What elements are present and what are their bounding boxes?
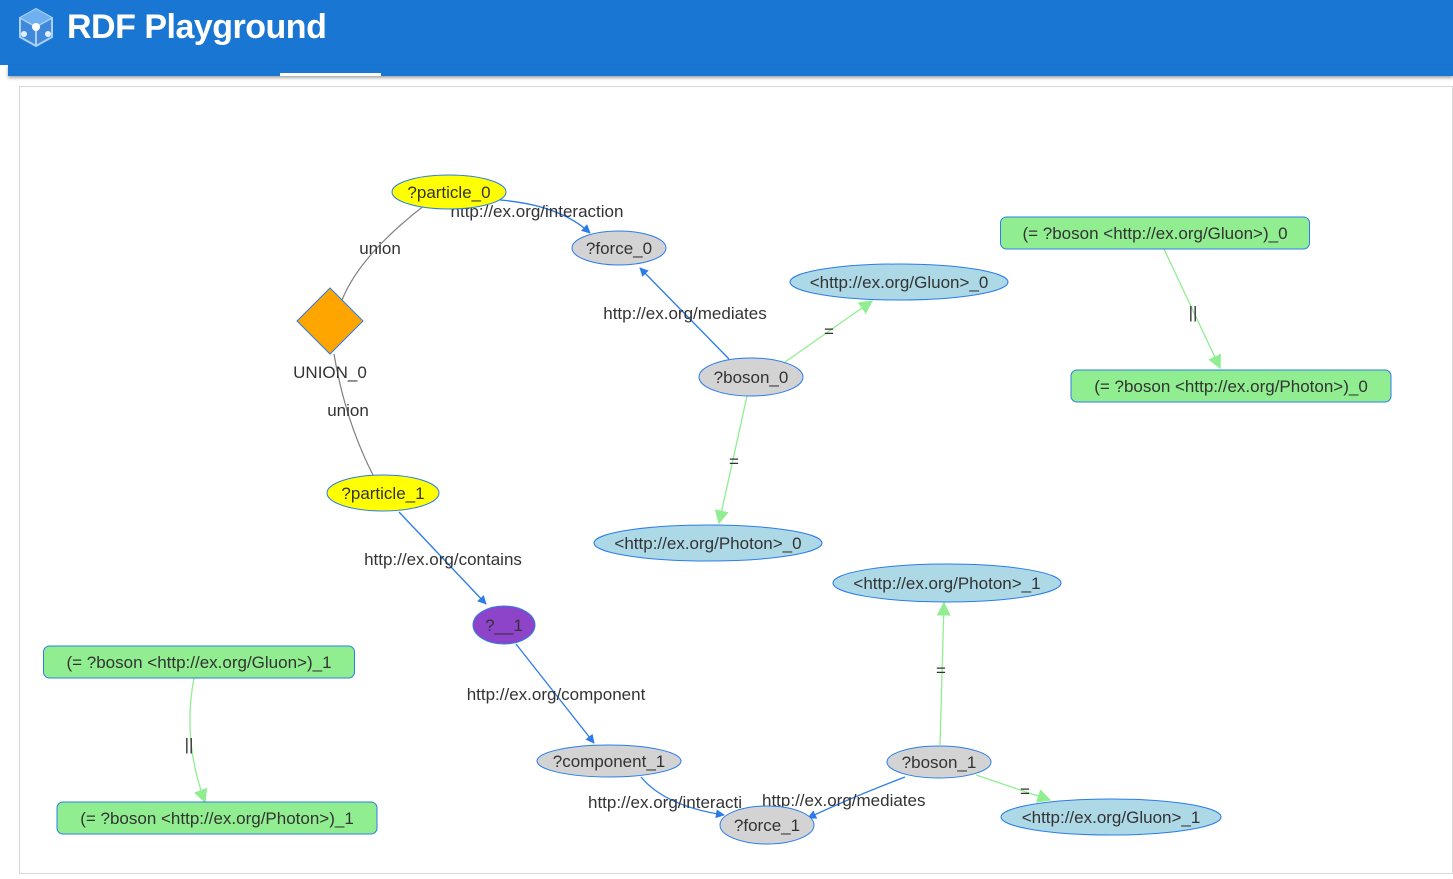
iri-ellipse-shape[interactable]: [832, 563, 1062, 603]
node-boson-0[interactable]: ?boson_0: [698, 357, 804, 397]
edge-label-filter_gluon_0-to-filter_photon_0: ||: [1189, 303, 1198, 322]
edge-label-boson_0-to-gluon_0: =: [824, 322, 834, 341]
edge-particle_0-to-force_0[interactable]: [499, 199, 591, 234]
node-label: ?particle_0: [407, 183, 490, 202]
edge-label-boson_1-to-gluon_1: =: [1020, 782, 1030, 801]
app-header: [0, 0, 1453, 65]
variable-ellipse-shape[interactable]: [698, 357, 804, 397]
tab-strip: [8, 65, 1453, 76]
variable-ellipse-shape[interactable]: [536, 744, 682, 778]
node-label: (= ?boson <http://ex.org/Photon>)_1: [80, 809, 354, 828]
edge-blank_1-to-component_1[interactable]: [515, 643, 595, 744]
node-gluon-0[interactable]: <http://ex.org/Gluon>_0: [789, 263, 1009, 301]
node-label: (= ?boson <http://ex.org/Gluon>)_1: [66, 653, 331, 672]
edge-filter_gluon_0-to-filter_photon_0[interactable]: [1163, 248, 1221, 370]
filter-box-shape[interactable]: [1070, 369, 1392, 403]
iri-ellipse-shape[interactable]: [1000, 798, 1222, 836]
iri-ellipse-shape[interactable]: [593, 524, 823, 562]
edge-label-boson_0-to-photon_0: =: [729, 452, 739, 471]
edge-component_1-to-force_1[interactable]: [640, 776, 725, 819]
edge-particle_1-to-blank_1[interactable]: [398, 511, 487, 605]
edge-label-component_1-to-force_1: http://ex.org/interacti: [588, 793, 742, 812]
node-label: (= ?boson <http://ex.org/Photon>)_0: [1094, 377, 1368, 396]
projected-variable-ellipse-shape[interactable]: [391, 174, 507, 210]
edge-union_0-to-particle_0[interactable]: [341, 204, 426, 301]
edge-label-particle_1-to-blank_1: http://ex.org/contains: [364, 550, 522, 569]
node-label: UNION_0: [293, 363, 367, 382]
node-force-0[interactable]: ?force_0: [571, 230, 667, 266]
node-boson-1[interactable]: ?boson_1: [886, 745, 992, 779]
node-label: <http://ex.org/Photon>_1: [853, 574, 1040, 593]
edge-label-boson_1-to-photon_1: =: [936, 661, 946, 680]
edge-label-boson_1-to-force_1: http://ex.org/mediates: [762, 791, 925, 810]
union-diamond-shape[interactable]: [296, 287, 364, 355]
edge-union_0-to-particle_1[interactable]: [333, 353, 374, 476]
node-particle-1[interactable]: ?particle_1: [326, 474, 440, 512]
node-label: <http://ex.org/Photon>_0: [614, 534, 801, 553]
edge-boson_1-to-gluon_1[interactable]: [975, 774, 1052, 803]
edge-boson_1-to-force_1[interactable]: [807, 776, 906, 819]
node-filter-gluon-0[interactable]: (= ?boson <http://ex.org/Gluon>)_0: [1000, 216, 1310, 250]
edge-filter_gluon_1-to-filter_photon_1[interactable]: [189, 677, 208, 804]
node-union-0[interactable]: UNION_0: [293, 287, 367, 382]
node-label: (= ?boson <http://ex.org/Gluon>)_0: [1022, 224, 1287, 243]
node-photon-1[interactable]: <http://ex.org/Photon>_1: [832, 563, 1062, 603]
node-label: ?boson_0: [714, 368, 789, 387]
node-label: <http://ex.org/Gluon>_1: [1022, 808, 1201, 827]
edge-boson_0-to-force_0[interactable]: [639, 267, 730, 360]
edge-label-blank_1-to-component_1: http://ex.org/component: [467, 685, 646, 704]
variable-ellipse-shape[interactable]: [886, 745, 992, 779]
edge-label-filter_gluon_1-to-filter_photon_1: ||: [185, 735, 194, 754]
iri-ellipse-shape[interactable]: [789, 263, 1009, 301]
node-photon-0[interactable]: <http://ex.org/Photon>_0: [593, 524, 823, 562]
variable-ellipse-shape[interactable]: [571, 230, 667, 266]
node-particle-0[interactable]: ?particle_0: [391, 174, 507, 210]
node-filter-photon-1[interactable]: (= ?boson <http://ex.org/Photon>)_1: [56, 801, 378, 835]
node-label: ?particle_1: [341, 484, 424, 503]
edges-layer: http://ex.org/interaction union union http:…: [185, 199, 1221, 819]
projected-variable-ellipse-shape[interactable]: [326, 474, 440, 512]
node-component-1[interactable]: ?component_1: [536, 744, 682, 778]
edge-label-union_0-to-particle_1: union: [327, 401, 369, 420]
node-label: ?__1: [485, 616, 523, 635]
filter-box-shape[interactable]: [43, 645, 355, 679]
rdf-cube-logo-icon: [14, 6, 58, 50]
node-label: ?boson_1: [902, 753, 977, 772]
node-label: <http://ex.org/Gluon>_0: [810, 273, 989, 292]
edge-boson_1-to-photon_1[interactable]: [936, 601, 951, 746]
edge-label-boson_0-to-force_0: http://ex.org/mediates: [603, 304, 766, 323]
edge-boson_0-to-photon_0[interactable]: [714, 395, 748, 525]
filter-box-shape[interactable]: [1000, 216, 1310, 250]
edge-boson_0-to-gluon_0[interactable]: [784, 300, 874, 363]
node-label: ?component_1: [553, 752, 665, 771]
edge-label-particle_0-to-force_0: http://ex.org/interaction: [451, 202, 624, 221]
blank-ellipse-shape[interactable]: [472, 605, 536, 645]
app-title: RDF Playground: [67, 8, 327, 46]
active-tab-indicator[interactable]: [280, 73, 381, 76]
node-label: ?force_0: [586, 239, 652, 258]
node-label: ?force_1: [734, 816, 800, 835]
node-blank-1[interactable]: ?__1: [472, 605, 536, 645]
node-filter-photon-0[interactable]: (= ?boson <http://ex.org/Photon>)_0: [1070, 369, 1392, 403]
node-force-1[interactable]: ?force_1: [719, 805, 815, 845]
node-gluon-1[interactable]: <http://ex.org/Gluon>_1: [1000, 798, 1222, 836]
filter-box-shape[interactable]: [56, 801, 378, 835]
variable-ellipse-shape[interactable]: [719, 805, 815, 845]
edge-label-union_0-to-particle_0: union: [359, 239, 401, 258]
node-filter-gluon-1[interactable]: (= ?boson <http://ex.org/Gluon>)_1: [43, 645, 355, 679]
